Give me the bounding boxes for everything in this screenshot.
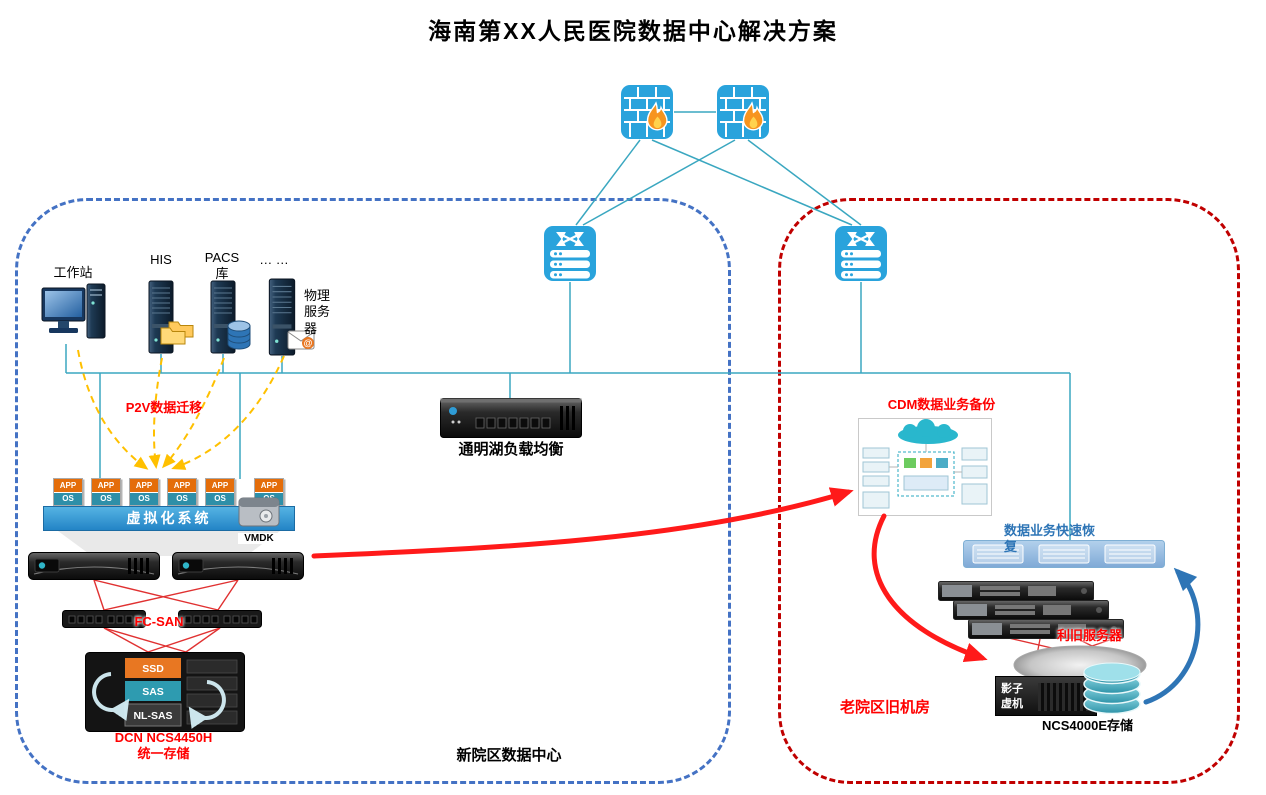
workstation-label: 工作站 — [53, 265, 93, 280]
rack-server-icon — [953, 600, 1109, 620]
ncs4000e-storage-label: NCS4000E存储 — [1041, 718, 1134, 733]
vm-app-label: APP — [130, 479, 158, 493]
appliance-server-icon — [28, 552, 160, 580]
tier-ssd-label: SSD — [142, 663, 164, 675]
vm-app-label: APP — [206, 479, 234, 493]
fcsan-label: FC-SAN — [134, 614, 184, 629]
core-switch-icon — [544, 226, 596, 281]
load-balancer-label: 通明湖负载均衡 — [458, 441, 564, 458]
vmdk-disk-icon: VMDK — [238, 497, 280, 544]
fcsan-switch-icon — [62, 610, 146, 628]
vents-texture — [1038, 683, 1090, 711]
firewall-icon — [621, 85, 673, 139]
physical-server-label: 物理服务器 — [304, 288, 331, 336]
rack-server-icon — [938, 581, 1094, 601]
flame-icon — [646, 101, 668, 131]
storage-array-icon: SSD SAS NL-SAS — [85, 652, 245, 732]
tier-nlsas-label: NL-SAS — [133, 710, 172, 722]
storage-name-label: DCN NCS4450H 统一存储 — [86, 730, 241, 763]
vmdk-drive-glyph — [238, 497, 280, 527]
zone-left-label: 新院区数据中心 — [456, 747, 562, 764]
email-icon: @ — [287, 330, 315, 350]
circular-arrow-icon — [92, 672, 130, 721]
reuse-servers-label: 利旧服务器 — [1056, 628, 1122, 643]
vmdk-label: VMDK — [238, 533, 280, 544]
cdm-panel-image — [858, 418, 992, 516]
vm-os-label: OS — [54, 493, 82, 505]
vm-app-label: APP — [168, 479, 196, 493]
storage-model-label: DCN NCS4450H — [114, 730, 213, 745]
vm-os-label: OS — [92, 493, 120, 505]
appliance-server-icon — [172, 552, 304, 580]
p2v-migration-label: P2V数据迁移 — [125, 400, 203, 415]
disk-stack-icon — [1083, 662, 1141, 715]
recovery-bar — [963, 540, 1165, 568]
flame-icon — [742, 101, 764, 131]
vm-app-label: APP — [255, 479, 283, 493]
ellipsis-label: … … — [259, 252, 289, 267]
vm-os-label: OS — [168, 493, 196, 505]
vm-os-label: OS — [130, 493, 158, 505]
vm-app-label: APP — [92, 479, 120, 493]
database-icon — [227, 320, 251, 350]
tier-sas-label: SAS — [142, 686, 164, 698]
workstation-icon — [41, 283, 106, 339]
at-glyph: @ — [304, 338, 313, 348]
diagram-title: 海南第XX人民医院数据中心解决方案 — [428, 18, 838, 44]
zone-right-label: 老院区旧机房 — [839, 699, 930, 716]
load-balancer-icon — [440, 398, 582, 438]
his-label: HIS — [150, 252, 172, 267]
fcsan-switch-icon — [178, 610, 262, 628]
recovery-label: 数据业务快速恢复 — [1004, 523, 1096, 555]
pacs-db-label: 库 — [215, 266, 229, 281]
firewall-icon — [717, 85, 769, 139]
storage-desc-label: 统一存储 — [137, 746, 190, 762]
vm-app-label: APP — [54, 479, 82, 493]
cdm-backup-label: CDM数据业务备份 — [887, 397, 996, 412]
core-switch-icon — [835, 226, 887, 281]
circular-arrow-icon — [188, 680, 226, 729]
vm-os-label: OS — [206, 493, 234, 505]
shadow-vm-label: 影子虚机 — [1001, 683, 1023, 710]
folder-icon — [160, 321, 194, 345]
cloud-icon — [898, 419, 958, 444]
pacs-label: PACS — [204, 250, 240, 265]
